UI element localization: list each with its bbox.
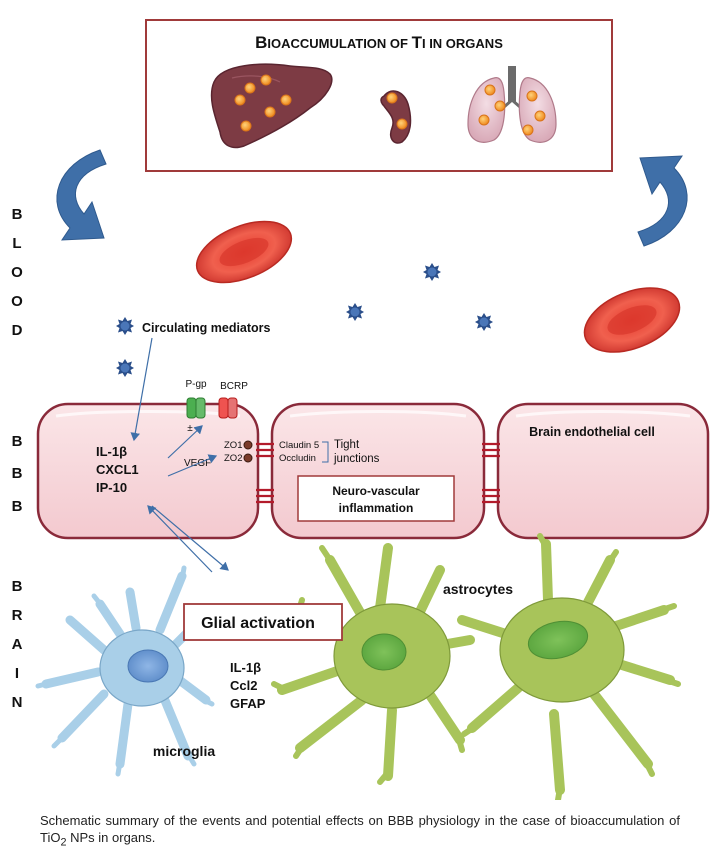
side-label-brain: B R A I N bbox=[12, 578, 23, 711]
signal-arrows bbox=[130, 337, 229, 573]
tight-junctions-label-line1: Tight bbox=[334, 439, 360, 451]
svg-text:A: A bbox=[12, 636, 23, 653]
left-curved-arrow bbox=[56, 149, 107, 241]
astrocyte-2 bbox=[457, 533, 681, 800]
neurovascular-label-line2: inflammation bbox=[339, 501, 414, 515]
svg-text:O: O bbox=[11, 293, 23, 310]
lungs-illustration bbox=[467, 66, 557, 143]
microglia-nucleus bbox=[127, 649, 169, 683]
tight-junction-bracket bbox=[322, 441, 329, 463]
svg-text:O: O bbox=[11, 264, 23, 281]
caption-subscript: 2 bbox=[60, 836, 67, 849]
pgp-label: P-gp bbox=[185, 379, 207, 390]
zo2-protein-icon bbox=[243, 453, 253, 463]
claudin5-label: Claudin 5 bbox=[279, 440, 319, 451]
red-blood-cell-2 bbox=[583, 287, 681, 353]
svg-text:IL-1β: IL-1β bbox=[230, 660, 261, 675]
glial-activation-label: Glial activation bbox=[201, 615, 315, 632]
right-curved-arrow bbox=[637, 155, 688, 247]
mediator-particle bbox=[116, 317, 134, 335]
mediator-particle bbox=[346, 303, 364, 321]
bcrp-transporter bbox=[218, 397, 238, 419]
svg-text:Ccl2: Ccl2 bbox=[230, 678, 257, 693]
zo1-label: ZO1 bbox=[224, 440, 242, 451]
svg-text:R: R bbox=[12, 607, 23, 624]
astrocyte-2-nucleus bbox=[527, 620, 589, 660]
side-label-bbb: B B B bbox=[12, 433, 23, 515]
svg-text:L: L bbox=[12, 235, 21, 252]
astrocytes-label: astrocytes bbox=[443, 581, 513, 597]
mediator-particle bbox=[475, 313, 493, 331]
circulating-mediators-label: Circulating mediators bbox=[142, 321, 271, 335]
side-label-blood: B L O O D bbox=[11, 206, 23, 339]
zo1-protein-icon bbox=[243, 440, 253, 450]
mediator-particle bbox=[116, 359, 134, 377]
spleen-illustration bbox=[380, 90, 412, 144]
red-blood-cell-1 bbox=[195, 220, 293, 284]
svg-text:IL-1β: IL-1β bbox=[96, 444, 127, 459]
mediator-particle bbox=[423, 263, 441, 281]
svg-text:CXCL1: CXCL1 bbox=[96, 462, 139, 477]
svg-text:B: B bbox=[12, 465, 23, 482]
caption-text-part2: NPs in organs. bbox=[66, 830, 156, 845]
svg-text:D: D bbox=[12, 322, 23, 339]
glial-cytokine-list: IL-1β Ccl2 GFAP bbox=[230, 660, 266, 711]
endothelial-cytokine-list: IL-1β CXCL1 IP-10 bbox=[96, 444, 139, 495]
bbb-schematic-diagram: BIOACCUMULATION OF TI IN ORGANS B L bbox=[11, 19, 710, 800]
svg-text:IP-10: IP-10 bbox=[96, 480, 127, 495]
svg-text:B: B bbox=[12, 498, 23, 515]
svg-text:N: N bbox=[12, 694, 23, 711]
figure-caption: Schematic summary of the events and pote… bbox=[40, 812, 680, 852]
title-text: BIOACCUMULATION OF TI IN ORGANS bbox=[255, 33, 503, 52]
brain-endothelial-cell-label: Brain endothelial cell bbox=[529, 425, 655, 439]
neurovascular-inflammation-box bbox=[297, 475, 455, 522]
svg-text:I: I bbox=[15, 665, 19, 682]
bcrp-label: BCRP bbox=[220, 381, 248, 392]
tight-junction-connectors bbox=[256, 442, 500, 504]
microglia-label: microglia bbox=[153, 743, 215, 759]
plus-minus-label: ± bbox=[187, 423, 193, 434]
svg-text:B: B bbox=[12, 206, 23, 223]
occludin-label: Occludin bbox=[279, 453, 316, 464]
microglia-cell bbox=[35, 565, 215, 777]
svg-text:B: B bbox=[12, 433, 23, 450]
svg-text:B: B bbox=[12, 578, 23, 595]
svg-text:GFAP: GFAP bbox=[230, 696, 266, 711]
pgp-transporter bbox=[186, 397, 206, 419]
endothelial-cell-3 bbox=[496, 402, 710, 540]
endothelial-cell-1 bbox=[36, 402, 260, 540]
tight-junctions-label-line2: junctions bbox=[333, 453, 380, 465]
neurovascular-label-line1: Neuro-vascular bbox=[332, 484, 420, 498]
astrocyte-1-nucleus bbox=[361, 633, 407, 671]
glial-activation-box bbox=[183, 603, 343, 641]
liver-illustration bbox=[210, 63, 333, 149]
zo2-label: ZO2 bbox=[224, 453, 242, 464]
caption-text-part1: Schematic summary of the events and pote… bbox=[40, 813, 680, 845]
